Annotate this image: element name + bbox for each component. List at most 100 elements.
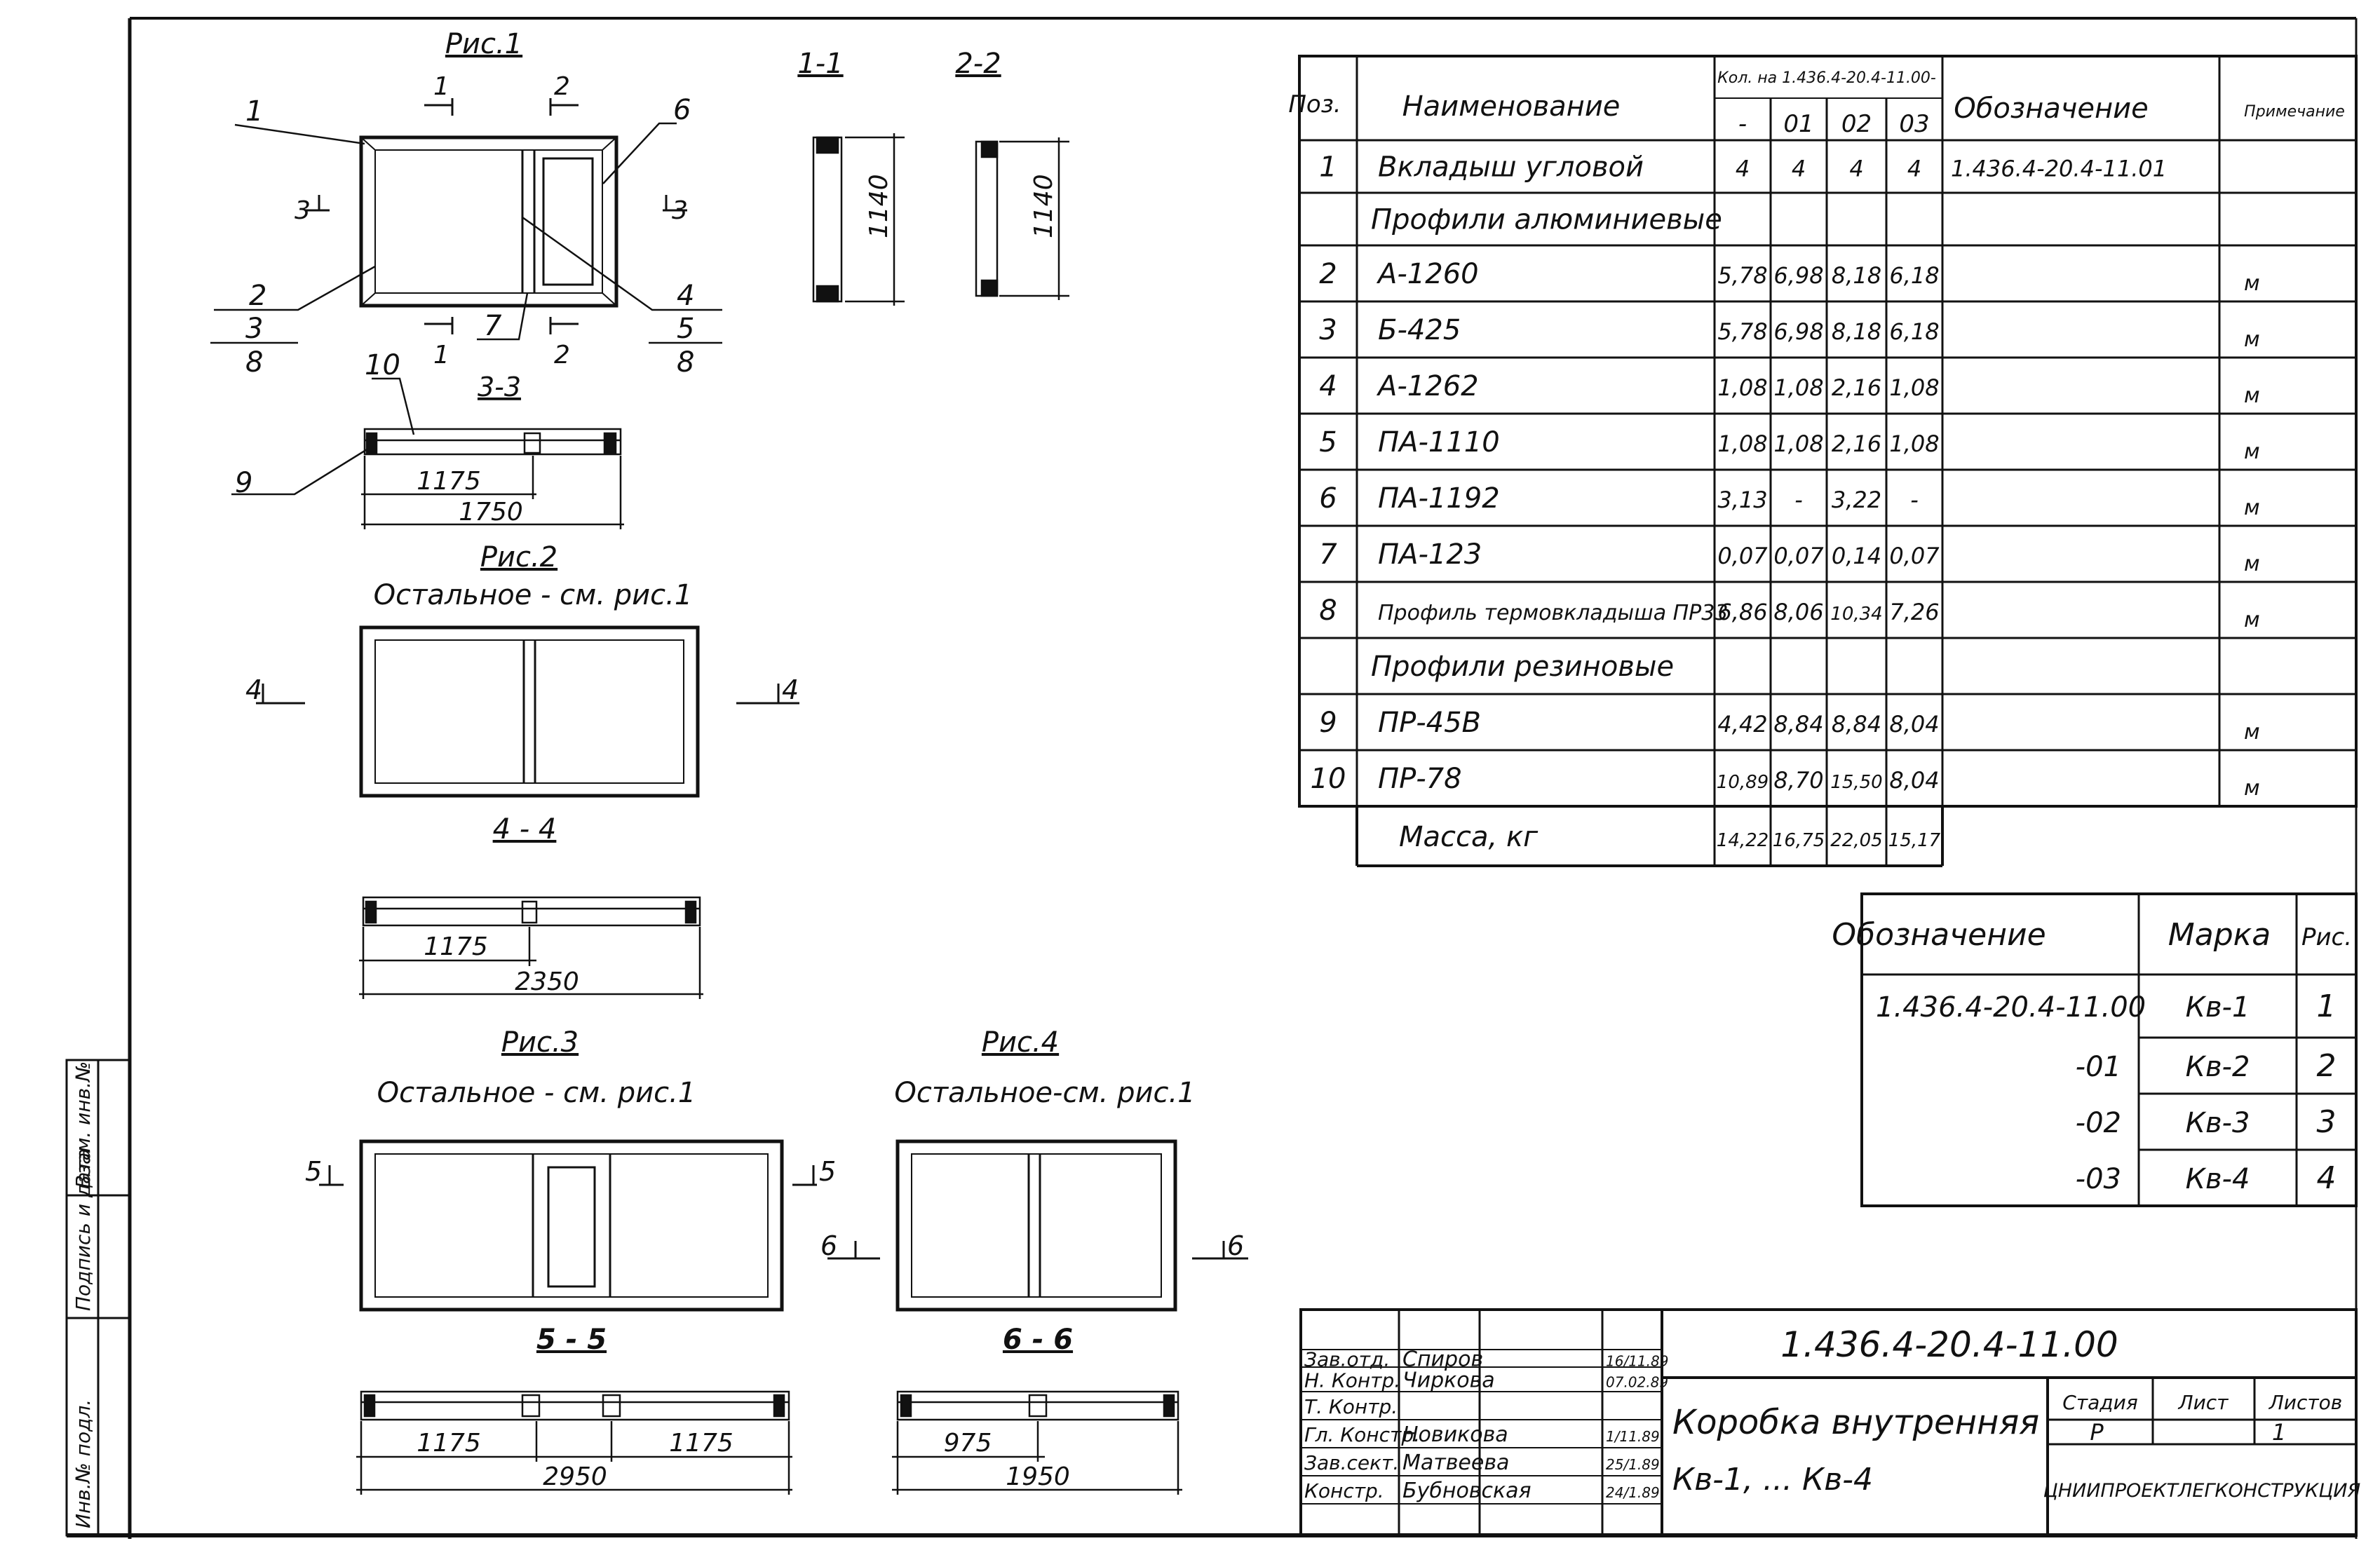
stamp-date: 24/1.89	[1606, 1484, 1660, 1501]
section-1-1-drawing	[812, 133, 905, 306]
spec-mass-label: Масса, кг	[1399, 821, 1539, 853]
marks-row-mark: Кв-2	[2186, 1051, 2250, 1083]
spec-mass-value: 22,05	[1830, 830, 1882, 851]
spec-row-qty: 8,04	[1889, 711, 1939, 738]
spec-row-qty: 6,18	[1889, 318, 1939, 345]
marks-row-desig: -01	[2076, 1051, 2121, 1083]
leader-3: 3	[245, 313, 263, 345]
spec-row-qty: 8,18	[1832, 318, 1881, 345]
spec-row-qty: 8,06	[1773, 599, 1823, 625]
section-2-2-drawing	[975, 137, 1069, 300]
marks-row-mark: Кв-3	[2186, 1107, 2250, 1139]
spec-header-q0: -	[1738, 110, 1747, 138]
spec-row-note: м	[2244, 271, 2260, 296]
dim-1950: 1950	[1006, 1462, 1070, 1491]
stamp-role: Констр.	[1304, 1479, 1384, 1502]
leader-5: 5	[677, 313, 694, 345]
section-6-6-drawing	[892, 1390, 1182, 1495]
spec-row-qty: 10,34	[1830, 604, 1882, 625]
spec-row-qty: 2,16	[1832, 374, 1881, 401]
stamp-name: Матвеева	[1402, 1451, 1509, 1475]
stamp-role: Зав.сект.	[1304, 1451, 1399, 1474]
spec-row-qty: 6,86	[1717, 599, 1767, 625]
section-mark-5-right: 5	[819, 1156, 836, 1187]
stamp-name: Бубновская	[1402, 1479, 1532, 1503]
spec-row-qty: 1,08	[1773, 374, 1823, 401]
spec-row-qty: 1,08	[1889, 430, 1939, 457]
spec-row-pos: 2	[1319, 258, 1337, 290]
margin-inv-orig: Инв.№ подл.	[72, 1399, 95, 1528]
spec-row-qty: 4	[1849, 156, 1863, 182]
spec-row-qty: 8,18	[1832, 262, 1881, 289]
spec-row-name: ПА-1192	[1378, 482, 1500, 515]
spec-row-name: ПА-1110	[1378, 426, 1500, 459]
leader-9: 9	[235, 467, 252, 499]
stamp-sheets: 1	[2272, 1419, 2286, 1446]
leader-2: 2	[249, 280, 266, 312]
leader-8b: 8	[677, 346, 694, 379]
spec-row-qty: 1,08	[1889, 374, 1939, 401]
fig1-title: Рис.1	[445, 28, 522, 60]
section-4-4-title: 4 - 4	[493, 813, 557, 845]
section-6-6-title: 6 - 6	[1003, 1324, 1073, 1356]
spec-row-qty: 8,84	[1832, 711, 1881, 738]
spec-row-qty: -	[1910, 487, 1919, 513]
spec-row-qty: 5,78	[1717, 262, 1767, 289]
leader-1: 1	[245, 95, 263, 128]
spec-row-qty: 0,07	[1773, 543, 1824, 569]
marks-row-fig: 4	[2317, 1160, 2337, 1196]
dim-2350: 2350	[515, 967, 579, 996]
spec-row-qty: 8,04	[1889, 767, 1939, 794]
leader-10: 10	[365, 349, 400, 381]
fig3-note: Остальное - см. рис.1	[377, 1077, 696, 1109]
spec-row-pos: 8	[1319, 595, 1337, 627]
stamp-stage-header: Стадия	[2062, 1391, 2137, 1414]
fig4-frame	[895, 1139, 1177, 1312]
spec-row-qty: 0,07	[1889, 543, 1940, 569]
stamp-subtitle: Кв-1, ... Кв-4	[1672, 1462, 1873, 1498]
section-3-3-drawing	[361, 428, 624, 529]
section-5-5-drawing	[356, 1390, 792, 1495]
spec-row-pos: 9	[1319, 707, 1337, 739]
stamp-date: 25/1.89	[1606, 1456, 1660, 1473]
marks-header-fig: Рис.	[2301, 923, 2352, 951]
stamp-role: Зав.отд.	[1304, 1348, 1390, 1371]
fig3-frame	[359, 1139, 784, 1312]
fig1-leaders	[210, 122, 722, 496]
spec-mass-value: 15,17	[1888, 830, 1941, 851]
spec-row-qty: 8,70	[1773, 767, 1823, 794]
spec-row-note: м	[2244, 383, 2260, 408]
spec-row-qty: 1,08	[1717, 374, 1767, 401]
marks-row-fig: 2	[2317, 1048, 2337, 1084]
margin-sign-date: Подпись и дата	[72, 1148, 95, 1311]
stamp-name: Спиров	[1402, 1347, 1483, 1372]
stamp-code: 1.436.4-20.4-11.00	[1780, 1324, 2118, 1365]
fig4-title: Рис.4	[982, 1026, 1059, 1059]
dim-1750: 1750	[459, 498, 523, 527]
spec-header-desig: Обозначение	[1954, 93, 2149, 125]
spec-row-qty: 6,98	[1773, 318, 1823, 345]
fig2-note: Остальное - см. рис.1	[374, 579, 693, 611]
section-mark-3-left: 3	[295, 196, 311, 225]
leader-8a: 8	[245, 346, 263, 379]
spec-row-name: ПР-78	[1378, 763, 1462, 795]
stamp-stage: Р	[2090, 1419, 2104, 1446]
stamp-role: Н. Контр.	[1304, 1369, 1400, 1392]
fig2-frame	[359, 625, 700, 798]
section-3-3-title: 3-3	[478, 372, 521, 402]
section-mark-2-top: 2	[554, 72, 570, 101]
spec-row-qty: 4	[1907, 156, 1921, 182]
spec-row-qty: 3,13	[1717, 487, 1767, 513]
section-mark-3-right: 3	[672, 196, 688, 225]
marks-table-grid	[1860, 892, 2358, 1207]
fig4-note: Остальное-см. рис.1	[894, 1077, 1195, 1109]
spec-row-note: м	[2244, 776, 2260, 801]
spec-row-name: ПР-45В	[1378, 707, 1481, 739]
spec-row-note: м	[2244, 608, 2260, 632]
marks-row-mark: Кв-4	[2186, 1163, 2250, 1195]
spec-row-qty: 2,16	[1832, 430, 1881, 457]
dim-1140-a: 1140	[865, 174, 893, 238]
dim-2950: 2950	[543, 1462, 607, 1491]
fig2-title: Рис.2	[480, 541, 557, 573]
spec-row-note: м	[2244, 440, 2260, 464]
